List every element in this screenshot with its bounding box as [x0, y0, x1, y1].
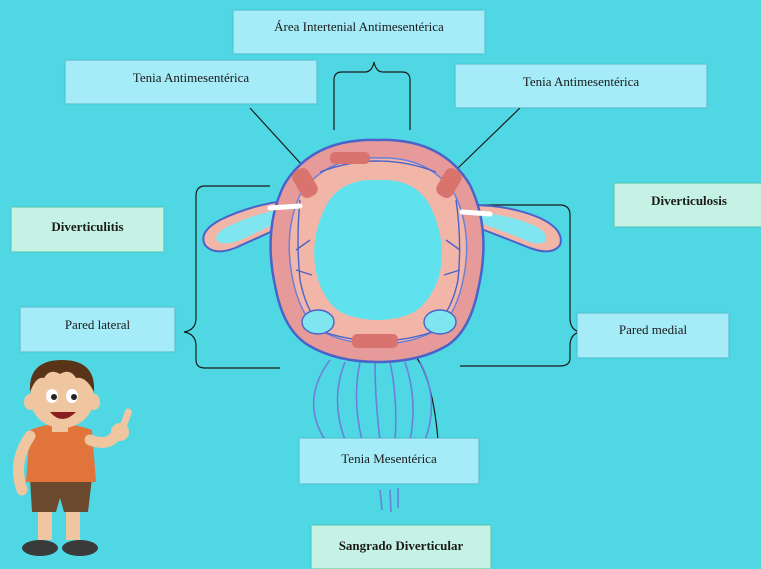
area-intertenial-label: Área Intertenial Antimesentérica [233, 10, 485, 54]
diverticulitis-text: Diverticulitis [12, 219, 163, 235]
pared-lateral-label: Pared lateral [20, 307, 175, 352]
sangrado-diverticular-text: Sangrado Diverticular [312, 538, 490, 554]
tenia-mesenterica-label: Tenia Mesentérica [299, 438, 479, 484]
diverticulosis-label: Diverticulosis [614, 183, 761, 227]
top-brace [334, 62, 410, 130]
tenia-antimesenterica-left-label: Tenia Antimesentérica [65, 60, 317, 104]
pared-lateral-text: Pared lateral [21, 317, 174, 333]
lumen [314, 180, 442, 320]
mesenteric-vessels [314, 360, 432, 512]
diverticulosis-text: Diverticulosis [615, 193, 761, 209]
colon-wall [270, 140, 490, 362]
area-intertenial-text: Área Intertenial Antimesentérica [234, 19, 484, 35]
tenia-antimesenterica-left-text: Tenia Antimesentérica [66, 70, 316, 86]
pared-medial-label: Pared medial [577, 313, 729, 358]
pared-medial-text: Pared medial [578, 322, 728, 338]
cartoon-boy-illustration [18, 360, 132, 556]
tenia-mesenterica-text: Tenia Mesentérica [300, 451, 478, 467]
right-tenia-line [458, 108, 520, 168]
left-tenia-line [250, 108, 302, 165]
tenia-antimesenterica-right-label: Tenia Antimesentérica [455, 64, 707, 108]
tenia-antimesenterica-right-text: Tenia Antimesentérica [456, 74, 706, 90]
sangrado-diverticular-label: Sangrado Diverticular [311, 525, 491, 569]
mesenteric-tenia-line [410, 350, 438, 440]
diverticulitis-label: Diverticulitis [11, 207, 164, 252]
